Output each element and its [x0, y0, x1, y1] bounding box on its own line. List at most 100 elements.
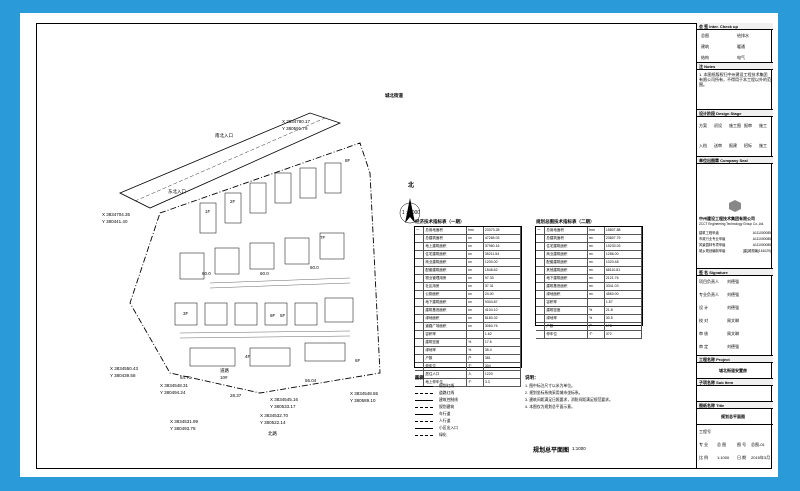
legend-item: 车行道 [415, 411, 525, 418]
legend-swatch [415, 400, 433, 401]
table-cell: 停车位 [545, 331, 589, 338]
table2-title: 规划总图技术指标表（二期） [536, 219, 595, 224]
table-cell: m² [467, 251, 484, 258]
table-cell: 8180.32 [484, 315, 521, 322]
table-cell [415, 307, 425, 314]
table-cell: 配套建筑面积 [545, 259, 589, 266]
table-cell: 商业建筑面积 [545, 251, 589, 258]
road-label-main: 南北入口 [215, 133, 233, 138]
table-cell [415, 259, 425, 266]
legend-label: 建筑控制线 [439, 398, 458, 402]
table-cell [415, 347, 425, 354]
legend-item: 人行道 [415, 418, 525, 425]
company-en: ZCCT Engineering Technology Group Co.,Lt… [699, 222, 765, 226]
table-cell: 建筑基底面积 [545, 283, 589, 290]
bottom-label: 工程号 [699, 429, 711, 434]
sign-name: 刘德强 [727, 292, 739, 297]
table-cell [415, 315, 425, 322]
table-cell [415, 243, 425, 250]
table-cell [415, 291, 425, 298]
site-plan [119, 112, 420, 394]
license-number: [建]城规编(161029) [742, 249, 771, 253]
notes-list: 1. 图中标注尺寸以米为单位。2. 规划坐标系统采用城市坐标系。3. 建筑间距满… [525, 383, 685, 411]
table1-title: 经济技术指标表（一期） [415, 219, 465, 224]
notes-title: 说明： [525, 375, 539, 380]
road-label-top: 城北街道 [385, 93, 403, 98]
legend-label: 规划红线 [439, 384, 455, 388]
table-cell [536, 331, 546, 338]
table-cell: 户数 [424, 355, 468, 362]
table-cell: m² [588, 275, 605, 282]
check-3b: 电气 [737, 55, 745, 60]
bottom-right-value: 2015年3月 [751, 455, 771, 460]
table-cell: 一 [536, 227, 546, 234]
legend-swatch [415, 435, 433, 436]
sign-header: 签 名 Signature [697, 269, 773, 276]
stage-cell: 初设 [714, 123, 722, 128]
stage-cell: 方案 [699, 123, 707, 128]
table-cell: 2121.76 [605, 275, 642, 282]
dim-4: 60.0 [202, 271, 211, 276]
table-cell: 97.33 [484, 275, 521, 282]
table-cell: 道路广场面积 [424, 323, 468, 330]
stage-cell: 入档 [699, 143, 707, 148]
license-row: 城乡规划编制甲级[建]城规编(161029) [699, 248, 771, 254]
north-label: 北 [408, 183, 415, 189]
check-1b: 给排水 [737, 33, 749, 38]
table-cell: 公厕面积 [424, 291, 468, 298]
table-cell: 1286.00 [605, 251, 642, 258]
legend-item: 规划红线 [415, 383, 525, 390]
stage-cell: 招标 [744, 143, 752, 148]
table-cell: 商业建筑面积 [424, 259, 468, 266]
table-cell: 物业管理用房 [424, 275, 468, 282]
table-cell: m² [467, 235, 484, 242]
dim-3: 28.37 [230, 393, 242, 398]
table-cell: 17.6 [484, 339, 521, 346]
table-cell: 个 [467, 363, 484, 370]
table-cell: 4560.00 [605, 291, 642, 298]
coord-7y: Y 380493.78 [170, 426, 196, 431]
table-cell: 1020.48 [605, 259, 642, 266]
sign-name: 刘德强 [727, 279, 739, 284]
table-cell: 地下建筑面积 [545, 275, 589, 282]
legend-swatch [415, 414, 433, 415]
bldg-8: 8F [345, 158, 351, 163]
legend-swatch [415, 393, 433, 394]
stage-cell: 报审 [744, 123, 752, 128]
dim-1: 54.71 [180, 375, 192, 380]
stage-cell: 报建 [729, 143, 737, 148]
coord-3x: X 3834550.43 [110, 366, 139, 371]
site-boundary [129, 142, 381, 394]
north-scale: 1 : 1000 [402, 210, 421, 216]
table-cell: m² [467, 315, 484, 322]
note-line: 4. 本图仅为规划总平面示意。 [525, 405, 575, 409]
sub-box [697, 386, 773, 402]
table-cell: m² [467, 323, 484, 330]
table-cell: 户 [467, 355, 484, 362]
sign-grid: 项目负责人刘德强专业负责人刘德强设 计刘德强校 对周文琳审 核周文琳审 定刘德强 [697, 276, 773, 356]
bottom-right-label: 图 号 [737, 442, 747, 447]
drawing-scale: 1:1000 [572, 446, 586, 451]
sub-header: 子项名称 Sub Item [697, 379, 773, 386]
table-cell: 9304.87 [484, 299, 521, 306]
legend-item: 建筑控制线 [415, 397, 525, 404]
sign-role: 专业负责人 [699, 292, 719, 297]
buildings-row1 [199, 162, 342, 234]
table-cell: % [467, 347, 484, 354]
check-grid: 总图 给排水 建筑 暖通 结构 电气 [697, 30, 773, 63]
coord-4x: X 3834548.31 [160, 383, 189, 388]
table-cell: m² [588, 251, 605, 258]
table-cell: m² [588, 267, 605, 274]
